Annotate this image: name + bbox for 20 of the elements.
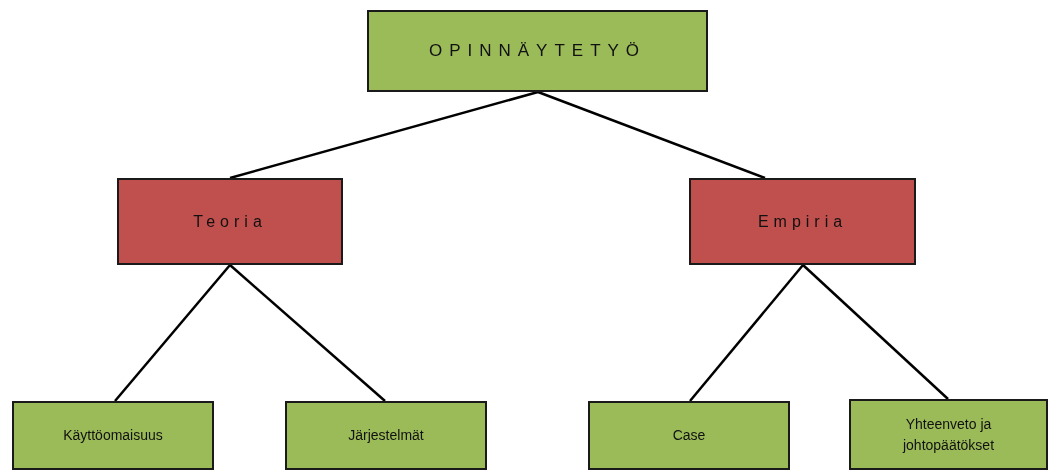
box-label: Teoria <box>193 211 267 232</box>
connector-line <box>802 264 949 400</box>
connector-line <box>229 264 386 402</box>
box-label: Käyttöomaisuus <box>63 426 163 446</box>
connector-line <box>537 90 766 180</box>
title-box <box>367 10 708 92</box>
topic-box <box>849 399 1048 470</box>
connector-line <box>689 264 804 402</box>
box-label: Järjestelmät <box>348 426 424 446</box>
connector-line <box>229 90 539 180</box>
connector-line <box>114 264 231 402</box>
box-label: Case <box>672 426 706 446</box>
box-label: Yhteenveto ja johtopäätökset <box>901 415 996 455</box>
topic-box <box>285 401 487 470</box>
topic-box <box>12 401 214 470</box>
box-label: Empiria <box>757 211 848 232</box>
category-box <box>689 178 916 265</box>
topic-box <box>588 401 790 470</box>
box-label: OPINNÄYTETYÖ <box>428 39 647 62</box>
category-box <box>117 178 343 265</box>
